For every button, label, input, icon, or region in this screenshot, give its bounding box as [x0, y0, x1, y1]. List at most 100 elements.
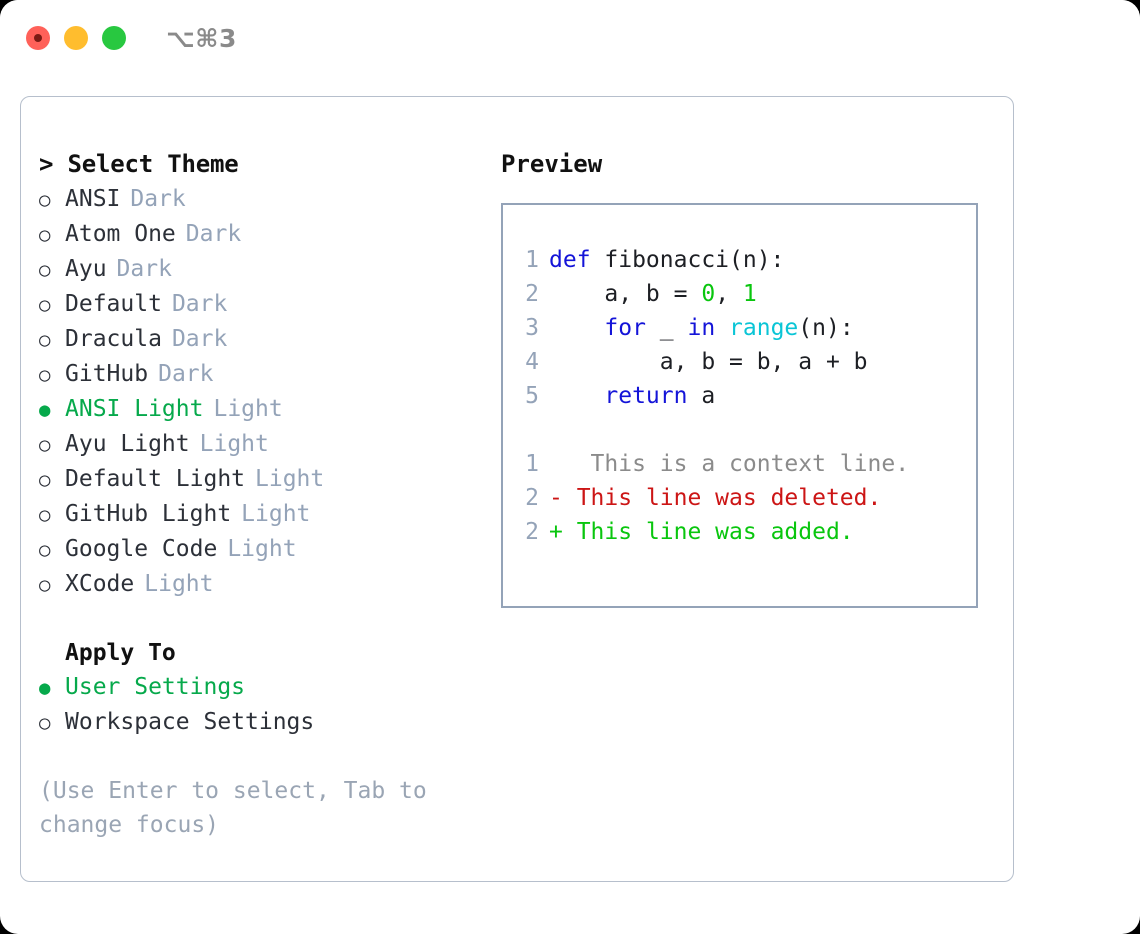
code-line-content: def fibonacci(n): [549, 243, 784, 277]
theme-variant-badge: Light [241, 501, 311, 527]
code-line-content: a, b = b, a + b [549, 345, 868, 379]
diff-marker: - [549, 485, 563, 511]
code-token: def [549, 247, 591, 273]
code-line-content: for _ in range(n): [549, 311, 854, 345]
theme-option-github[interactable]: ○ GitHub Dark [39, 357, 501, 392]
theme-variant-badge: Dark [130, 186, 186, 212]
diff-marker [549, 447, 563, 481]
radio-unselected-icon: ○ [39, 259, 51, 281]
radio-unselected-icon: ○ [39, 504, 51, 526]
theme-variant-badge: Dark [185, 221, 242, 247]
code-token: (n): [798, 315, 854, 341]
radio-unselected-icon: ○ [39, 469, 51, 491]
theme-variant-badge: Dark [171, 291, 228, 317]
theme-option-dracula[interactable]: ○ Dracula Dark [39, 322, 501, 357]
code-token [549, 383, 604, 409]
code-spacer [503, 413, 976, 447]
theme-option-label: ANSI Light [65, 396, 204, 422]
radio-unselected-icon: ○ [39, 224, 51, 246]
theme-option-label: Default [65, 291, 162, 317]
code-line-number: 3 [525, 315, 539, 341]
diff-text: This line was added. [562, 519, 854, 545]
apply-to-option-workspace-settings[interactable]: ○Workspace Settings [39, 705, 501, 740]
radio-selected-icon: ● [39, 677, 51, 699]
code-token: _ [645, 315, 688, 341]
code-line-number: 4 [525, 349, 539, 375]
radio-unselected-icon: ○ [39, 329, 51, 351]
theme-option-default[interactable]: ○ Default Dark [39, 287, 501, 322]
code-line: 1 def fibonacci(n): [503, 243, 976, 277]
code-line-number: 1 [525, 247, 539, 273]
theme-variant-badge: Light [227, 536, 297, 562]
theme-option-ansi[interactable]: ○ ANSI Dark [39, 182, 501, 217]
apply-to-option-user-settings[interactable]: ● User Settings [39, 670, 501, 705]
radio-unselected-icon: ○ [39, 539, 51, 561]
theme-option-ansi-light[interactable]: ● ANSI Light Light [39, 392, 501, 427]
diff-line-ctx: 1 This is a context line. [503, 447, 976, 481]
diff-line-add: 2 + This line was added. [503, 515, 976, 549]
theme-variant-badge: Light [213, 396, 283, 422]
code-line-number: 5 [525, 383, 539, 409]
radio-unselected-icon: ○ [39, 189, 51, 211]
theme-option-label: Default Light [65, 466, 246, 492]
code-token: fibonacci(n): [590, 247, 785, 273]
code-token: a, b = [549, 281, 702, 307]
diff-line-number: 1 [525, 451, 539, 477]
radio-unselected-icon: ○ [39, 294, 51, 316]
keyboard-hint-text: (Use Enter to select, Tab to change focu… [39, 778, 441, 838]
diff-block: 1 This is a context line. 2- This line wa… [503, 447, 976, 549]
code-token: return [604, 383, 688, 409]
theme-option-label: GitHub Light [65, 501, 232, 527]
radio-unselected-icon: ○ [39, 364, 51, 386]
theme-option-label: Ayu Light [65, 431, 190, 457]
radio-unselected-icon: ○ [39, 712, 51, 734]
select-theme-heading: > Select Theme [39, 150, 239, 178]
maximize-button-icon[interactable] [102, 26, 126, 50]
code-token: , [715, 281, 743, 307]
code-token: for [604, 315, 646, 341]
theme-option-label: Ayu [65, 256, 107, 282]
code-line-content: a, b = 0, 1 [549, 277, 756, 311]
theme-option-label: Dracula [65, 326, 162, 352]
theme-variant-badge: Dark [171, 326, 228, 352]
code-token [549, 315, 604, 341]
code-token: a, b = b, a + b [549, 349, 868, 375]
theme-variant-badge: Dark [158, 361, 214, 387]
code-token: range [729, 315, 799, 341]
diff-line-number: 2 [525, 485, 539, 511]
radio-selected-icon: ● [39, 399, 51, 421]
code-line: 3 for _ in range(n): [503, 311, 976, 345]
radio-unselected-icon: ○ [39, 574, 51, 596]
code-token: 0 [701, 281, 716, 307]
keyboard-shortcut-label: ⌥⌘3 [166, 23, 237, 53]
minimize-button-icon[interactable] [64, 26, 88, 50]
diff-marker: + [549, 519, 563, 545]
code-token [715, 315, 729, 341]
theme-option-label: ANSI [65, 186, 121, 212]
theme-option-label: GitHub [65, 361, 149, 387]
apply-to-heading: Apply To [65, 640, 176, 666]
theme-option-label: XCode [65, 571, 135, 597]
apply-to-option-label: User Settings [65, 674, 246, 700]
apply-to-list[interactable]: ● User Settings ○Workspace Settings [39, 670, 501, 740]
close-button-icon[interactable] [26, 26, 50, 50]
theme-option-github-light[interactable]: ○ GitHub Light Light [39, 497, 501, 532]
window-controls [26, 26, 126, 50]
radio-unselected-icon: ○ [39, 434, 51, 456]
code-token: in [687, 315, 716, 341]
diff-line-number: 2 [525, 519, 539, 545]
preview-heading: Preview [501, 150, 603, 178]
code-line: 4 a, b = b, a + b [503, 345, 976, 379]
code-token: a [687, 383, 716, 409]
